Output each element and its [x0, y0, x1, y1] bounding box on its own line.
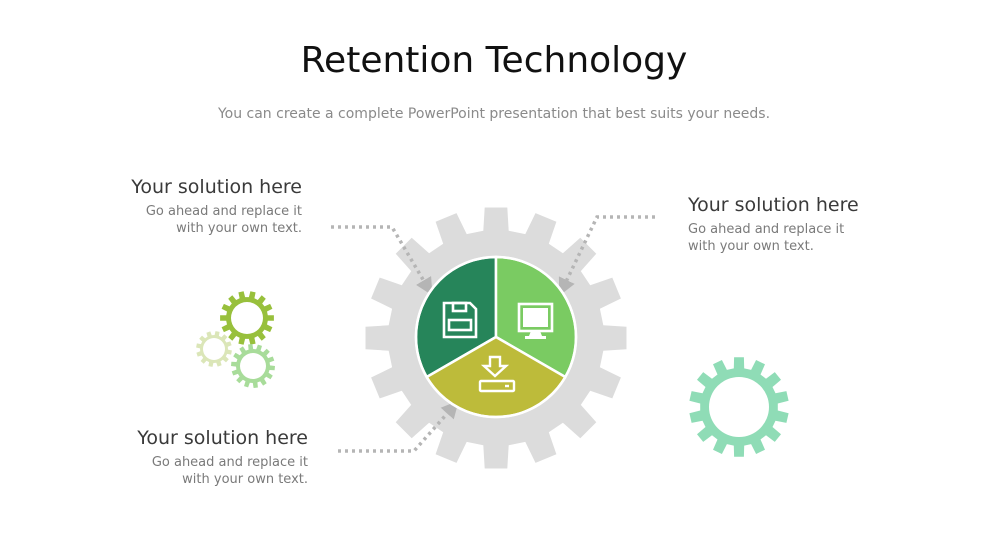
segment-pie — [414, 255, 578, 419]
solution-text-line: with your own text. — [688, 239, 814, 254]
small-gear-top-icon — [220, 291, 274, 345]
small-gear-left-icon — [196, 331, 232, 367]
download-icon — [478, 355, 516, 393]
slide-subtitle: You can create a complete PowerPoint pre… — [217, 106, 771, 122]
large-gear-right-icon — [689, 357, 789, 457]
monitor-icon — [517, 302, 554, 339]
solution-heading: Your solution here — [688, 194, 859, 216]
solution-text-line: Go ahead and replace it — [145, 204, 302, 219]
slide-title: Retention Technology — [300, 40, 688, 81]
solution-heading: Your solution here — [131, 176, 302, 198]
solution-heading: Your solution here — [137, 427, 308, 449]
solution-text-line: Go ahead and replace it — [688, 222, 845, 237]
small-gear-bottom-icon — [231, 344, 275, 388]
solution-top-left: Your solution here Go ahead and replace … — [100, 176, 302, 237]
solution-bottom-left: Your solution here Go ahead and replace … — [100, 427, 308, 488]
solution-text-line: with your own text. — [182, 472, 308, 487]
solution-top-right: Your solution here Go ahead and replace … — [688, 194, 908, 255]
solution-text-line: with your own text. — [176, 221, 302, 236]
solution-text-line: Go ahead and replace it — [151, 455, 308, 470]
connector-top-right — [558, 215, 655, 296]
floppy-disk-icon — [442, 301, 478, 339]
